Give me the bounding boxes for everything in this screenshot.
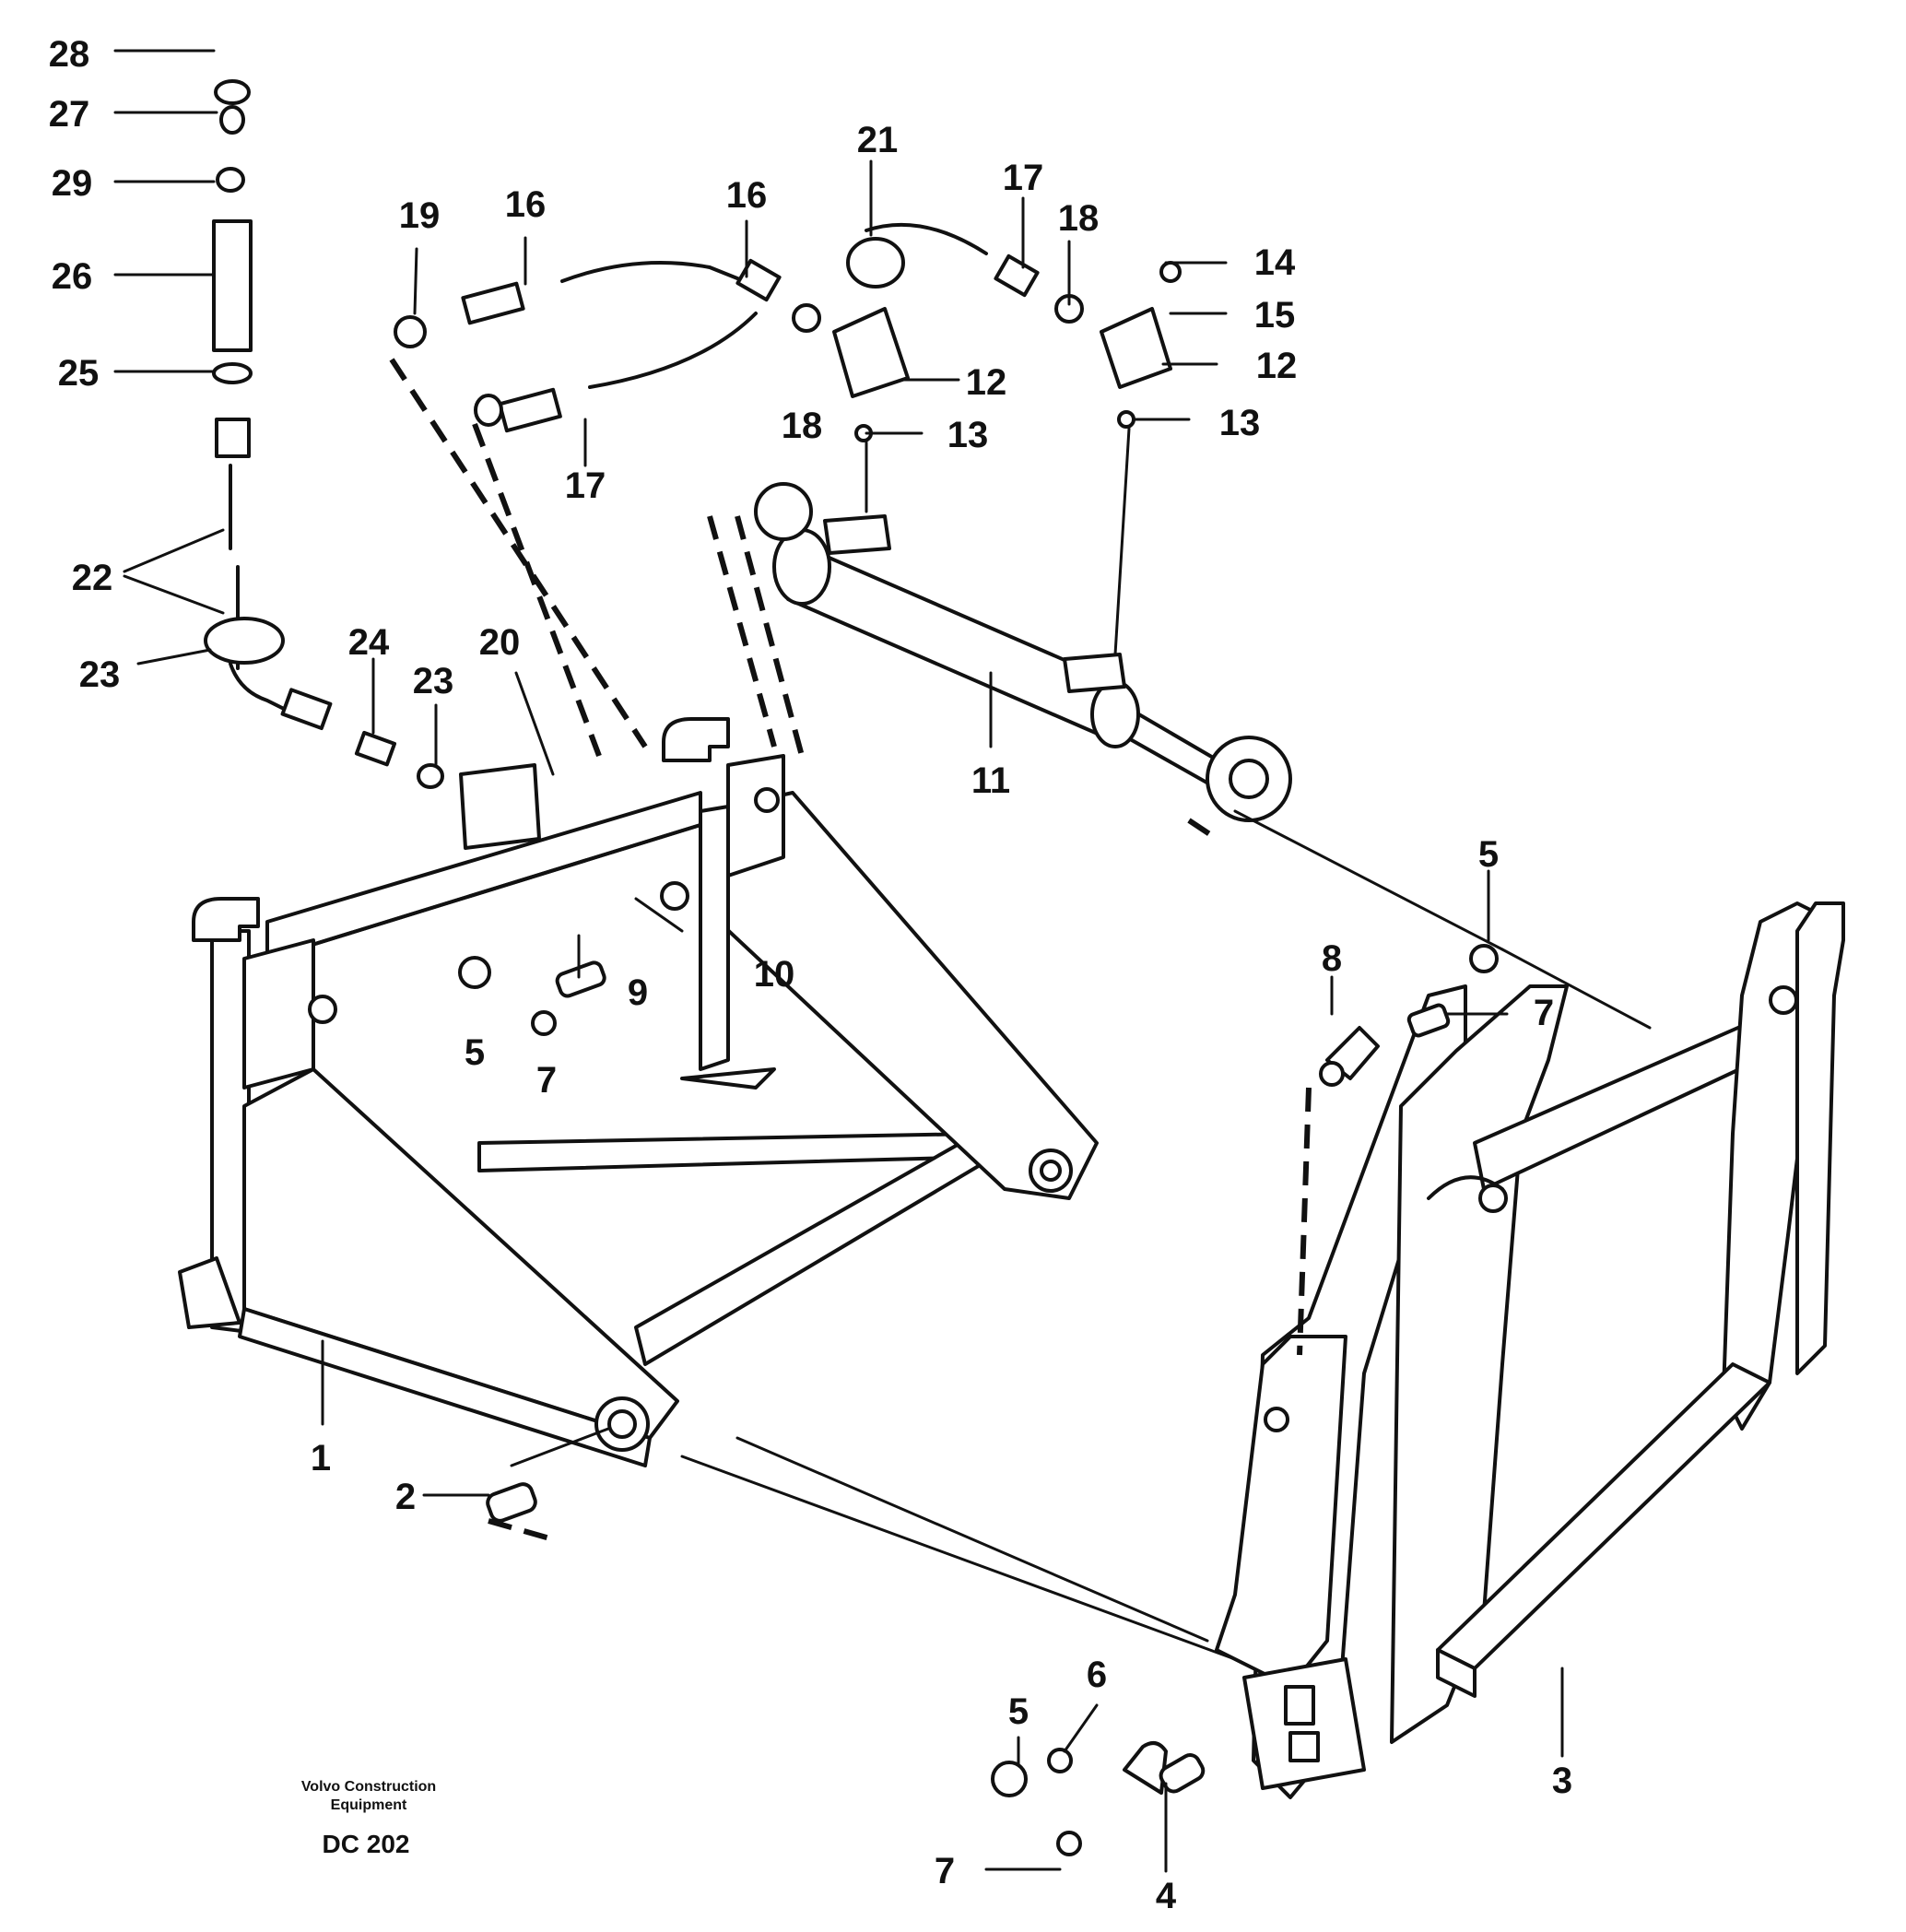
callout-7-right: 7 <box>1534 993 1554 1033</box>
construction-lines <box>510 427 1652 1661</box>
callout-4: 4 <box>1156 1876 1177 1916</box>
callout-28: 28 <box>49 34 90 75</box>
drawing-code: DC 202 <box>323 1830 410 1858</box>
hardware <box>458 261 1499 1856</box>
caption-company-line2: Equipment <box>331 1797 407 1813</box>
callout-12-right: 12 <box>1256 346 1298 386</box>
caption-company: Volvo Construction <box>301 1779 436 1795</box>
alignment-lines <box>389 358 1312 1542</box>
callout-13-right: 13 <box>1219 403 1261 443</box>
callout-17-right: 17 <box>1003 158 1044 198</box>
hydraulic-cylinder <box>754 482 1292 822</box>
callout-29: 29 <box>52 163 93 204</box>
callout-10: 10 <box>754 954 795 995</box>
callout-5-bottom: 5 <box>1008 1691 1029 1732</box>
callout-2: 2 <box>395 1477 416 1517</box>
callout-16-left: 16 <box>505 184 547 225</box>
callout-6: 6 <box>1087 1655 1107 1695</box>
callout-8: 8 <box>1322 938 1342 979</box>
loader-arm-assembly <box>1215 901 1845 1799</box>
callout-22: 22 <box>72 558 113 598</box>
attachment-frame <box>178 717 1099 1467</box>
callout-11: 11 <box>971 760 1010 801</box>
callout-21: 21 <box>857 120 899 160</box>
leader-lines <box>113 49 1564 1873</box>
callout-12-left: 12 <box>966 362 1007 403</box>
callout-9: 9 <box>628 972 648 1013</box>
callout-13-left: 13 <box>947 415 989 455</box>
callout-24: 24 <box>348 622 390 663</box>
callout-7-bottom: 7 <box>935 1851 955 1891</box>
hose-lines <box>204 79 1172 789</box>
callout-1: 1 <box>311 1438 331 1478</box>
callout-23-right: 23 <box>413 661 454 701</box>
callout-18-left: 18 <box>782 406 823 446</box>
callout-5-left: 5 <box>465 1032 485 1073</box>
drawing-caption: Volvo Construction Equipment DC 202 <box>301 1779 436 1858</box>
callout-27: 27 <box>49 94 90 135</box>
callout-17-left: 17 <box>565 465 606 506</box>
callout-15: 15 <box>1254 295 1296 336</box>
callout-26: 26 <box>52 256 93 297</box>
callout-19: 19 <box>399 195 441 236</box>
callout-14: 14 <box>1254 242 1296 283</box>
callout-25: 25 <box>58 353 100 394</box>
callout-16-mid: 16 <box>726 175 768 216</box>
callout-20: 20 <box>479 622 521 663</box>
callout-3: 3 <box>1552 1761 1572 1801</box>
callout-23-left: 23 <box>79 654 121 695</box>
callout-7-left: 7 <box>536 1060 557 1101</box>
callout-18-right: 18 <box>1058 198 1100 239</box>
callout-labels: 1 2 3 4 5 5 5 6 7 7 7 8 9 10 11 12 12 13… <box>49 34 1572 1916</box>
callout-5-right: 5 <box>1478 834 1499 875</box>
